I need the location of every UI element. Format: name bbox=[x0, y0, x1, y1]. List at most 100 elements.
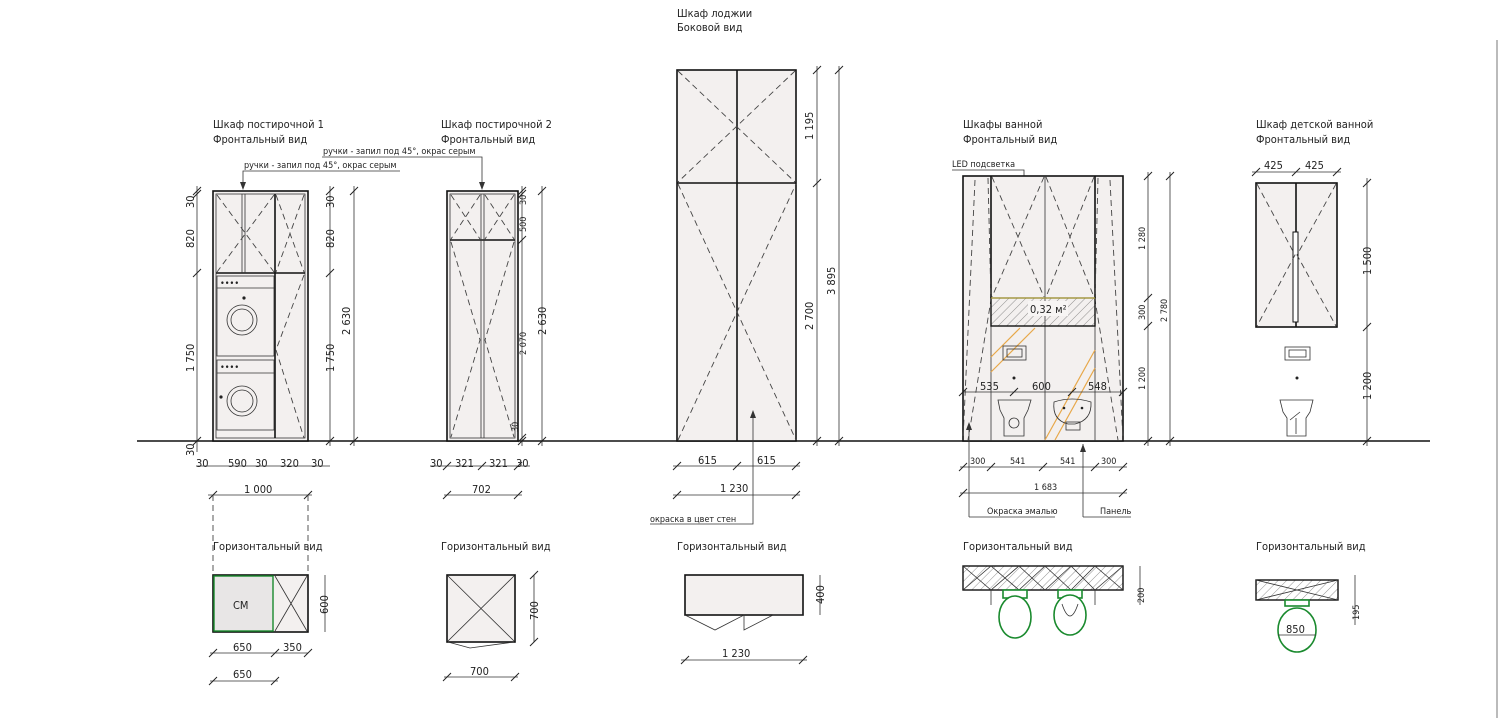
bidet-plan-icon bbox=[1053, 589, 1087, 636]
kids-bath-plan: Горизонтальный вид 850 195 bbox=[1255, 540, 1366, 653]
panel-note: Панель bbox=[1100, 507, 1132, 517]
dim-text: 30 bbox=[311, 457, 324, 470]
loggia-plan: Горизонтальный вид 400 1 230 bbox=[677, 540, 827, 665]
dim-text: 425 bbox=[1264, 159, 1283, 172]
dim-text: 320 bbox=[280, 457, 299, 470]
plan-title: Горизонтальный вид bbox=[213, 540, 323, 553]
dim-text: 535 bbox=[980, 380, 999, 393]
arrow-icon bbox=[750, 410, 756, 418]
dim-text: 590 bbox=[228, 457, 247, 470]
arrow-icon bbox=[479, 182, 485, 190]
dim-text: 2 780 bbox=[1160, 299, 1170, 322]
dim-text: 300 bbox=[970, 457, 985, 467]
kids-bath-title: Шкаф детской ванной bbox=[1256, 118, 1373, 131]
dim-text: 195 bbox=[1352, 605, 1362, 620]
dim-text: 615 bbox=[757, 454, 776, 467]
dim-text: 2 630 bbox=[536, 307, 549, 335]
cabinet1-leader bbox=[242, 170, 400, 188]
dim-text: 1 280 bbox=[1138, 227, 1148, 250]
dim-text: 300 bbox=[1138, 305, 1148, 320]
led-note: LED подсветка bbox=[952, 160, 1015, 170]
cabinet2-plan: Горизонтальный вид 700 700 bbox=[441, 540, 551, 682]
dim-text: 30 bbox=[516, 457, 529, 470]
dim-text: 30 bbox=[519, 195, 529, 205]
dim-text: 30 bbox=[511, 422, 521, 432]
loggia-title: Шкаф лоджии bbox=[677, 7, 752, 20]
dim-text: 600 bbox=[1032, 380, 1051, 393]
dim-text: 650 bbox=[233, 641, 252, 654]
bath-plan: Горизонтальный вид 200 bbox=[962, 540, 1147, 639]
kids-bath-view: Фронтальный вид bbox=[1256, 133, 1350, 146]
arrow-icon bbox=[1080, 444, 1086, 452]
arrow-icon bbox=[966, 422, 972, 430]
svg-text:••••: •••• bbox=[220, 279, 239, 289]
dim-text: 700 bbox=[470, 665, 489, 678]
plan-label: СМ bbox=[233, 599, 248, 612]
cabinet2-elevation: Шкаф постирочной 2 Фронтальный вид ручки… bbox=[322, 118, 552, 500]
svg-text:••••: •••• bbox=[220, 363, 239, 373]
dim-text: 1 200 bbox=[1361, 372, 1374, 400]
dim-text: 2 700 bbox=[803, 302, 816, 330]
dim-text: 30 bbox=[324, 195, 337, 208]
cabinet1-view: Фронтальный вид bbox=[213, 133, 307, 146]
dim-text: 1 200 bbox=[1138, 367, 1148, 390]
dim-text: 350 bbox=[283, 641, 302, 654]
cabinet1-title: Шкаф постирочной 1 bbox=[213, 118, 324, 131]
cabinet2-title: Шкаф постирочной 2 bbox=[441, 118, 552, 131]
cabinet2-view: Фронтальный вид bbox=[441, 133, 535, 146]
dim-text: 500 bbox=[519, 217, 529, 232]
washing-machine-plan-icon bbox=[213, 575, 274, 632]
bath-title: Шкафы ванной bbox=[963, 118, 1042, 131]
flush-button-icon bbox=[1284, 346, 1311, 361]
dim-text: 650 bbox=[233, 668, 252, 681]
arrow-icon bbox=[240, 182, 246, 190]
dim-text: 820 bbox=[324, 229, 337, 248]
cabinet2-handle-note: ручки - запил под 45°, окрас серым bbox=[323, 147, 475, 157]
toilet-plan-icon bbox=[998, 589, 1032, 639]
dim-text: 321 bbox=[455, 457, 474, 470]
dim-text: 1 683 bbox=[1034, 483, 1057, 493]
washing-machine-icon: •••• bbox=[216, 275, 275, 357]
dim-text: 850 bbox=[1286, 623, 1305, 636]
dim-text: 30 bbox=[184, 443, 197, 456]
dim-text: 30 bbox=[196, 457, 209, 470]
loggia-view: Боковой вид bbox=[677, 21, 743, 34]
dim-text: 548 bbox=[1088, 380, 1107, 393]
bath-view: Фронтальный вид bbox=[963, 133, 1057, 146]
dim-text: 425 bbox=[1305, 159, 1324, 172]
loggia-paint-note: окраска в цвет стен bbox=[650, 515, 736, 525]
dim-text: 1 750 bbox=[184, 344, 197, 372]
toilet-icon bbox=[997, 399, 1032, 437]
dim-text: 1 230 bbox=[722, 647, 750, 660]
dim-text: 541 bbox=[1060, 457, 1075, 467]
dim-text: 2 070 bbox=[519, 332, 529, 355]
dim-text: 820 bbox=[184, 229, 197, 248]
dim-text: 300 bbox=[1101, 457, 1116, 467]
dim-text: 2 630 bbox=[340, 307, 353, 335]
dim-text: 3 895 bbox=[825, 267, 838, 295]
area-label: 0,32 м² bbox=[1030, 303, 1067, 316]
dim-text: 541 bbox=[1010, 457, 1025, 467]
plan-title: Горизонтальный вид bbox=[1256, 540, 1366, 553]
flush-button-icon bbox=[1002, 345, 1027, 361]
dim-text: 1 000 bbox=[244, 483, 272, 496]
dryer-icon: •••• bbox=[216, 359, 275, 431]
dim-text: 600 bbox=[318, 595, 331, 614]
dim-text: 615 bbox=[698, 454, 717, 467]
dim-text: 700 bbox=[528, 601, 541, 620]
dim-text: 1 195 bbox=[803, 112, 816, 140]
dim-text: 200 bbox=[1137, 588, 1147, 603]
cabinet1-handle-note: ручки - запил под 45°, окрас серым bbox=[244, 161, 396, 171]
loggia-elevation: Шкаф лоджии Боковой вид 1 195 2 700 3 89… bbox=[650, 7, 844, 525]
dim-text: 702 bbox=[472, 483, 491, 496]
dim-text: 400 bbox=[814, 585, 827, 604]
cabinet1-elevation: Шкаф постирочной 1 Фронтальный вид ручки… bbox=[184, 118, 400, 575]
cabinet1-plan: Горизонтальный вид СМ 600 650 350 650 bbox=[208, 540, 331, 686]
dim-text: 30 bbox=[184, 195, 197, 208]
plan-title: Горизонтальный вид bbox=[677, 540, 787, 553]
toilet-icon bbox=[1279, 399, 1314, 437]
dim-text: 321 bbox=[489, 457, 508, 470]
plan-title: Горизонтальный вид bbox=[441, 540, 551, 553]
toilet-plan-icon bbox=[1277, 599, 1317, 653]
